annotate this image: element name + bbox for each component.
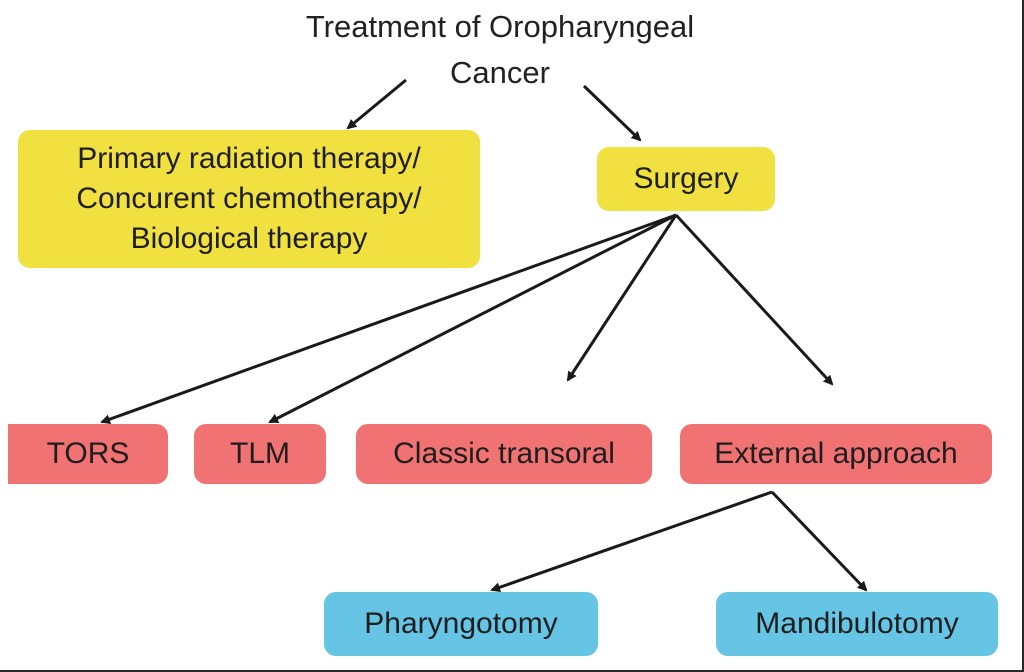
mandibulotomy-label: Mandibulotomy [755,607,959,640]
title-line-2: Cancer [450,55,550,90]
node-tors: TORS [8,424,168,484]
node-mandibulotomy: Mandibulotomy [716,592,998,656]
bottom-border [0,670,1024,672]
node-primary-radiation-therapy: Primary radiation therapy/ Concurent che… [18,130,480,268]
arrow-surgery-to-tlm [268,213,677,424]
title-line-1: Treatment of Oropharyngeal [305,9,695,44]
tors-label: TORS [46,437,130,470]
diagram-title: Treatment of Oropharyngeal Cancer [200,4,800,96]
pharyngotomy-label: Pharyngotomy [364,607,558,640]
node-pharyngotomy: Pharyngotomy [324,592,598,656]
arrow-surgery-to-tors [100,213,677,424]
node-external-approach: External approach [680,424,992,484]
surgery-label: Surgery [633,162,739,195]
node-surgery: Surgery [597,147,775,211]
primary-line-1: Primary radiation therapy/ [77,142,421,175]
node-classic-transoral: Classic transoral [356,424,652,484]
right-border [1022,0,1024,672]
arrow-surgery-to-classic-transoral [566,214,678,382]
arrow-surgery-to-external-approach [674,213,834,386]
arrow-title-to-primary [346,78,407,130]
classic-transoral-label: Classic transoral [393,437,615,470]
arrow-external-to-mandibulotomy [770,490,868,592]
tlm-label: TLM [230,437,290,470]
primary-line-3: Biological therapy [130,222,368,255]
external-approach-label: External approach [714,437,958,470]
primary-line-2: Concurent chemotherapy/ [76,182,422,215]
node-tlm: TLM [194,424,326,484]
arrow-title-to-surgery [582,84,642,142]
arrow-external-to-pharyngotomy [490,490,773,593]
